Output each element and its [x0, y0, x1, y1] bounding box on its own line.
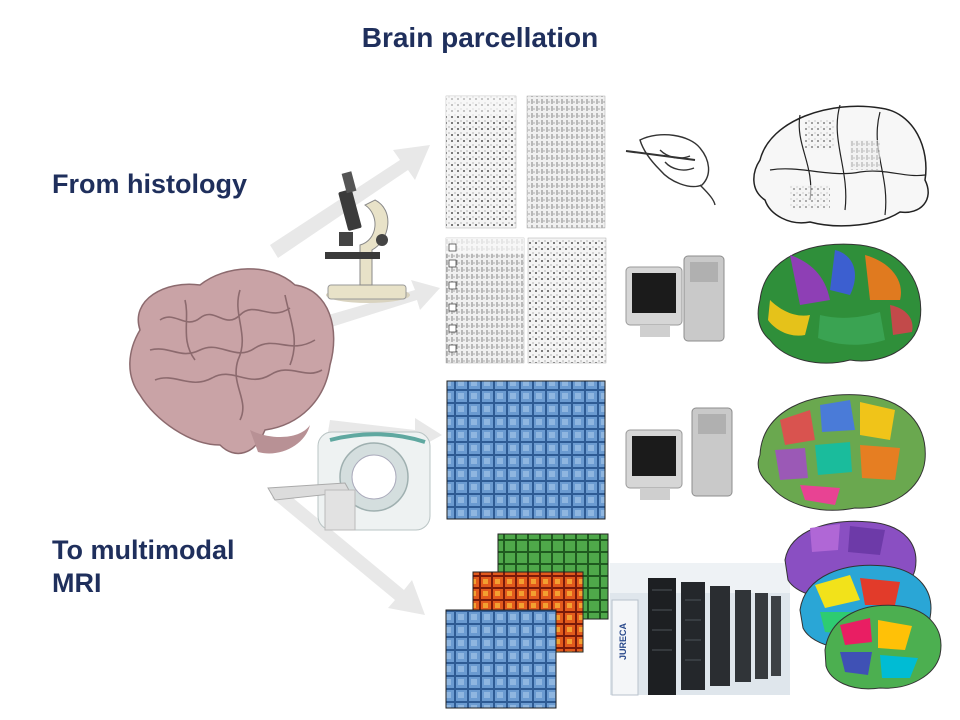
histology-panel-mid-right — [528, 238, 606, 363]
histology-panel-top-right — [527, 96, 605, 228]
histology-panel-top-left — [446, 96, 516, 228]
connectivity-matrix-blue — [447, 381, 605, 519]
supercomputer-icon: JURECA — [610, 563, 790, 695]
parcellated-brain-icon-2 — [758, 395, 925, 511]
drawing-hand-icon — [626, 135, 715, 205]
computer-icon — [626, 256, 724, 341]
brodmann-map-icon — [754, 105, 928, 226]
brain-icon — [130, 269, 334, 454]
connectivity-matrix-blue-small — [446, 610, 556, 708]
parcellated-brain-icon-1 — [758, 244, 921, 363]
histology-panel-mid-left — [446, 238, 524, 363]
computer-icon-2 — [626, 408, 732, 500]
jureca-label: JURECA — [618, 622, 628, 660]
